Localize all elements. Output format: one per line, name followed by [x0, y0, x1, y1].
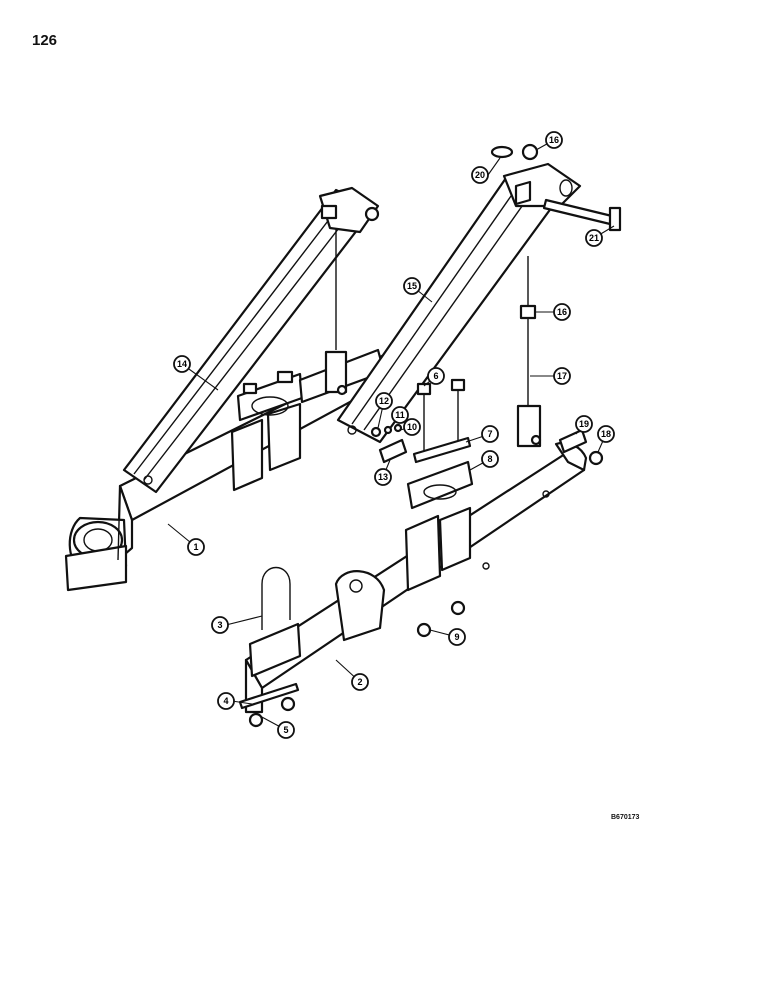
svg-text:6: 6 [433, 371, 438, 381]
callout-13: 13 [374, 468, 392, 486]
u-bolt-assembly [238, 567, 302, 728]
callout-1: 1 [187, 538, 205, 556]
small-hardware [416, 143, 604, 638]
callout-7: 7 [481, 425, 499, 443]
svg-text:21: 21 [589, 233, 599, 243]
svg-text:19: 19 [579, 419, 589, 429]
callout-12: 12 [375, 392, 393, 410]
callout-15: 15 [403, 277, 421, 295]
pin-and-washers [370, 423, 408, 464]
callout-10: 10 [403, 418, 421, 436]
callout-2: 2 [351, 673, 369, 691]
callout-3: 3 [211, 616, 229, 634]
svg-text:1: 1 [193, 542, 198, 552]
page-number: 126 [32, 32, 58, 49]
callout-9: 9 [448, 628, 466, 646]
svg-text:4: 4 [223, 696, 228, 706]
svg-text:20: 20 [475, 170, 485, 180]
callout-16-rod: 16 [553, 303, 571, 321]
callout-17: 17 [553, 367, 571, 385]
svg-text:7: 7 [487, 429, 492, 439]
callout-14: 14 [173, 355, 191, 373]
right-support-arm [336, 162, 582, 444]
callout-18: 18 [597, 425, 615, 443]
svg-text:2: 2 [357, 677, 362, 687]
svg-text:5: 5 [283, 725, 288, 735]
clamp-plate-and-half [406, 436, 474, 510]
callout-4: 4 [217, 692, 235, 710]
callout-5: 5 [277, 721, 295, 739]
right-adjusting-rod [516, 256, 542, 448]
figure-reference-code: B670173 [611, 814, 640, 821]
svg-text:8: 8 [487, 454, 492, 464]
svg-text:16: 16 [557, 307, 567, 317]
svg-text:3: 3 [217, 620, 222, 630]
right-mounting-bracket [244, 441, 588, 714]
callout-16-top: 16 [545, 131, 563, 149]
svg-text:10: 10 [407, 422, 417, 432]
svg-text:9: 9 [454, 632, 459, 642]
callout-20: 20 [471, 166, 489, 184]
callout-19: 19 [575, 415, 593, 433]
callout-6: 6 [427, 367, 445, 385]
left-adjusting-rod [324, 228, 348, 396]
svg-text:13: 13 [378, 472, 388, 482]
svg-text:17: 17 [557, 371, 567, 381]
svg-text:15: 15 [407, 281, 417, 291]
pin-21 [542, 198, 622, 232]
callout-8: 8 [481, 450, 499, 468]
callout-11: 11 [391, 406, 409, 424]
svg-text:16: 16 [549, 135, 559, 145]
left-support-arm [122, 186, 380, 494]
svg-text:14: 14 [177, 359, 187, 369]
svg-text:12: 12 [379, 396, 389, 406]
cap-screws [416, 378, 466, 452]
svg-text:18: 18 [601, 429, 611, 439]
svg-text:11: 11 [395, 410, 405, 420]
callout-21: 21 [585, 229, 603, 247]
